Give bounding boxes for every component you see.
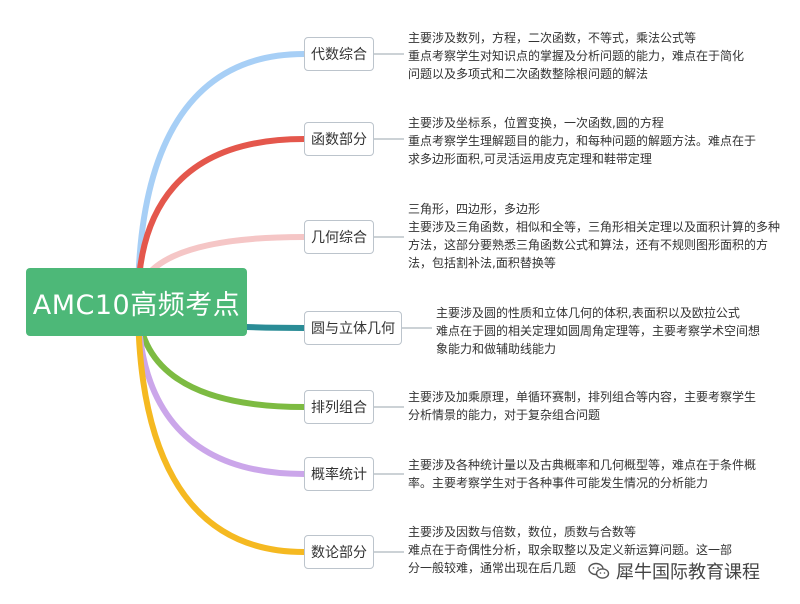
wechat-icon bbox=[588, 562, 610, 580]
topic-node-functions[interactable]: 函数部分 bbox=[304, 122, 374, 156]
desc-line: 率。主要考察学生对于各种事件可能发生情况的分析能力 bbox=[408, 476, 709, 490]
desc-line: 主要涉及圆的性质和立体几何的体积,表面积以及欧拉公式 bbox=[436, 306, 740, 320]
desc-line: 法，包括割补法,面积替换等 bbox=[408, 256, 556, 270]
topic-desc-number-theory: 主要涉及因数与倍数，数位，质数与合数等 难点在于奇偶性分析，取余取整以及定义新运… bbox=[408, 523, 732, 577]
watermark: 犀牛国际教育课程 bbox=[588, 558, 760, 584]
desc-line: 主要涉及各种统计量以及古典概率和几何概型等，难点在于条件概 bbox=[408, 458, 757, 472]
topic-node-geometry[interactable]: 几何综合 bbox=[304, 220, 374, 254]
watermark-text: 犀牛国际教育课程 bbox=[616, 562, 760, 583]
branch-line bbox=[135, 51, 307, 305]
branch-line bbox=[135, 299, 307, 555]
desc-line: 象能力和做辅助线能力 bbox=[436, 342, 557, 356]
desc-line: 三角形，四边形，多边形 bbox=[408, 202, 541, 216]
topic-desc-functions: 主要涉及坐标系，位置变换，一次函数,圆的方程 重点考察学生理解题目的能力，和每种… bbox=[408, 114, 756, 168]
topic-desc-probability: 主要涉及各种统计量以及古典概率和几何概型等，难点在于条件概 率。主要考察学生对于… bbox=[408, 456, 756, 492]
root-node[interactable]: AMC10高频考点 bbox=[26, 268, 247, 336]
desc-line: 重点考察学生理解题目的能力，和每种问题的解题方法。难点在于 bbox=[408, 134, 757, 148]
desc-line: 方法，这部分要熟悉三角函数公式和算法，还有不规则图形面积的方 bbox=[408, 238, 769, 252]
desc-line: 难点在于奇偶性分析，取余取整以及定义新运算问题。这一部 bbox=[408, 543, 733, 557]
desc-line: 求多边形面积,可灵活运用皮克定理和鞋带定理 bbox=[408, 152, 652, 166]
desc-line: 主要涉及加乘原理，单循环赛制，排列组合等内容，主要考察学生 bbox=[408, 390, 757, 404]
topic-node-probability[interactable]: 概率统计 bbox=[304, 457, 374, 491]
desc-line: 问题以及多项式和二次函数整除根问题的解法 bbox=[408, 67, 649, 81]
topic-desc-algebra: 主要涉及数列，方程，二次函数，不等式，乘法公式等 重点考察学生对知识点的掌握及分… bbox=[408, 29, 744, 83]
topic-node-combinatorics[interactable]: 排列组合 bbox=[304, 390, 374, 424]
desc-line: 主要涉及三角函数，相似和全等，三角形相关定理以及面积计算的多种 bbox=[408, 220, 781, 234]
topic-desc-geometry: 三角形，四边形，多边形 主要涉及三角函数，相似和全等，三角形相关定理以及面积计算… bbox=[408, 200, 780, 272]
topic-node-circles-solids[interactable]: 圆与立体几何 bbox=[304, 311, 402, 345]
desc-line: 主要涉及数列，方程，二次函数，不等式，乘法公式等 bbox=[408, 31, 697, 45]
topic-node-number-theory[interactable]: 数论部分 bbox=[304, 535, 374, 569]
desc-line: 分析情景的能力，对于复杂组合问题 bbox=[408, 408, 601, 422]
topic-desc-circles-solids: 主要涉及圆的性质和立体几何的体积,表面积以及欧拉公式 难点在于圆的相关定理如圆周… bbox=[436, 304, 760, 358]
desc-line: 重点考察学生对知识点的掌握及分析问题的能力，难点在于简化 bbox=[408, 49, 745, 63]
topic-desc-combinatorics: 主要涉及加乘原理，单循环赛制，排列组合等内容，主要考察学生 分析情景的能力，对于… bbox=[408, 388, 756, 424]
topic-node-algebra[interactable]: 代数综合 bbox=[304, 37, 374, 71]
desc-line: 分一般较难，通常出现在后几题 bbox=[408, 561, 577, 575]
desc-line: 主要涉及坐标系，位置变换，一次函数,圆的方程 bbox=[408, 116, 664, 130]
desc-line: 难点在于圆的相关定理如圆周角定理等，主要考察学术空间想 bbox=[436, 324, 761, 338]
desc-line: 主要涉及因数与倍数，数位，质数与合数等 bbox=[408, 525, 637, 539]
